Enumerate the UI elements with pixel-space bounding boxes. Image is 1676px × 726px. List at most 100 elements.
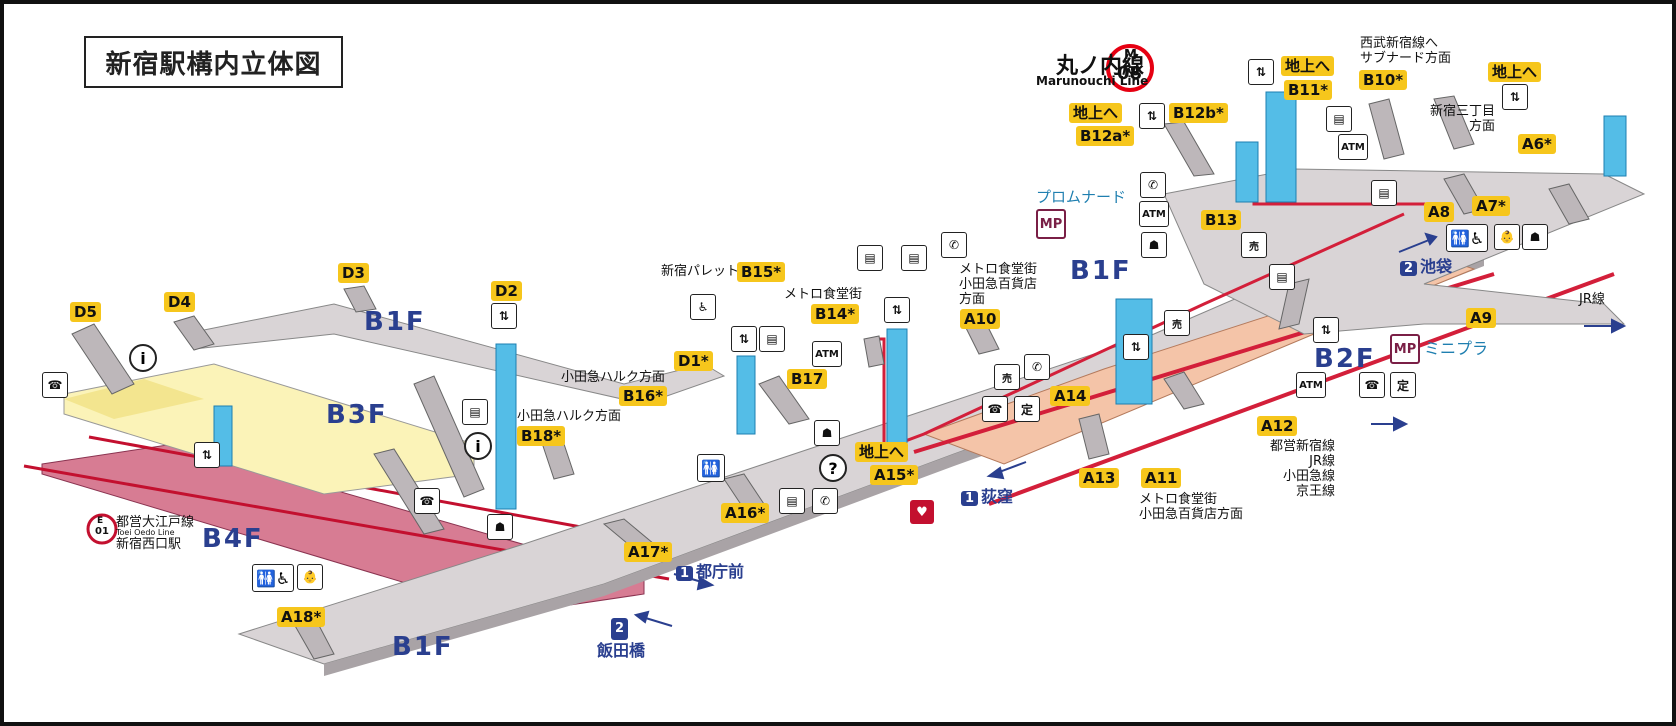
label-oedo-en: Toei Oedo Line xyxy=(116,528,175,537)
exit-a8[interactable]: A8 xyxy=(1424,202,1455,222)
mp-icon-minipla[interactable]: MP xyxy=(1390,334,1420,364)
coin-locker-icon[interactable]: ▤ xyxy=(462,399,488,425)
elevator-icon[interactable]: ⇅ xyxy=(1139,103,1165,129)
coin-locker-icon[interactable]: ▤ xyxy=(779,488,805,514)
direction-number: 1 xyxy=(961,491,979,506)
aed-icon[interactable]: ♥ xyxy=(910,500,934,524)
baby-icon[interactable]: 👶 xyxy=(1494,224,1520,250)
exit-b15[interactable]: B15* xyxy=(737,262,786,282)
ticket-icon[interactable]: 定 xyxy=(1014,396,1040,422)
exit-a17[interactable]: A17* xyxy=(624,542,673,562)
station-office-icon[interactable]: ☎ xyxy=(414,488,440,514)
shop-icon[interactable]: 売 xyxy=(1241,232,1267,258)
exit-b17[interactable]: B17 xyxy=(787,369,828,389)
staff-icon[interactable]: ☗ xyxy=(1141,232,1167,258)
exit-a15[interactable]: A15* xyxy=(870,465,919,485)
exit-d3[interactable]: D3 xyxy=(338,263,369,283)
phone-icon[interactable]: ✆ xyxy=(812,488,838,514)
info-icon[interactable]: i xyxy=(129,344,157,372)
baby-icon[interactable]: 👶 xyxy=(297,564,323,590)
exit-a12[interactable]: A12 xyxy=(1257,416,1298,436)
phone-icon[interactable]: ✆ xyxy=(1024,354,1050,380)
elevator-icon[interactable]: ⇅ xyxy=(1313,317,1339,343)
exit-a10[interactable]: A10 xyxy=(960,309,1001,329)
direction-number: 2 xyxy=(1400,261,1418,276)
coin-locker-icon[interactable]: ▤ xyxy=(901,245,927,271)
exit-a18[interactable]: A18* xyxy=(277,607,326,627)
phone-icon[interactable]: ✆ xyxy=(941,232,967,258)
coin-locker-icon[interactable]: ▤ xyxy=(1371,180,1397,206)
exit-a6[interactable]: A6* xyxy=(1518,134,1556,154)
restroom-icon[interactable]: 🚻 xyxy=(697,454,725,482)
exit-a13[interactable]: A13 xyxy=(1079,468,1120,488)
elevator-icon[interactable]: ⇅ xyxy=(731,326,757,352)
exit-b12a-chijoue[interactable]: 地上へ xyxy=(1069,103,1123,123)
staff-icon[interactable]: ☗ xyxy=(814,420,840,446)
ticket-icon[interactable]: 定 xyxy=(1390,372,1416,398)
phone-icon[interactable]: ✆ xyxy=(1140,172,1166,198)
line-code-letter: M xyxy=(1124,48,1137,63)
elevator-shaft-b12 xyxy=(1235,141,1259,203)
exit-a7[interactable]: A7* xyxy=(1472,196,1510,216)
elevator-icon[interactable]: ⇅ xyxy=(1248,59,1274,85)
shop-icon[interactable]: 売 xyxy=(994,364,1020,390)
direction-number: 2 xyxy=(610,618,629,640)
atm-icon[interactable]: ATM xyxy=(812,341,842,367)
exit-b13[interactable]: B13 xyxy=(1201,210,1242,230)
exit-b11-chijoue[interactable]: 地上へ xyxy=(1281,56,1335,76)
exit-d4[interactable]: D4 xyxy=(164,292,195,312)
label-a12-lines: 都営新宿線 JR線 小田急線 京王線 xyxy=(1270,439,1336,499)
atm-icon[interactable]: ATM xyxy=(1296,372,1326,398)
exit-b16[interactable]: B16* xyxy=(619,386,668,406)
exit-b10[interactable]: B10* xyxy=(1359,70,1408,90)
mp-icon[interactable]: MP xyxy=(1036,209,1066,239)
coin-locker-icon[interactable]: ▤ xyxy=(759,326,785,352)
line-name-jp: 丸ノ内線 xyxy=(1056,54,1145,79)
exit-b12a[interactable]: B12a* xyxy=(1076,126,1135,146)
exit-a16[interactable]: A16* xyxy=(721,503,770,523)
coin-locker-icon[interactable]: ▤ xyxy=(1269,264,1295,290)
exit-b14[interactable]: B14* xyxy=(811,304,860,324)
exit-b11[interactable]: B11* xyxy=(1284,80,1333,100)
label-promenade: プロムナード xyxy=(1036,188,1127,206)
exit-a6-chijoue[interactable]: 地上へ xyxy=(1488,62,1542,82)
staff-icon[interactable]: ☗ xyxy=(1522,224,1548,250)
exit-d5[interactable]: D5 xyxy=(70,302,101,322)
oedo-code-number: 01 xyxy=(95,526,109,537)
elevator-icon[interactable]: ⇅ xyxy=(491,303,517,329)
exit-a14[interactable]: A14 xyxy=(1050,386,1091,406)
staff-icon[interactable]: ☗ xyxy=(487,514,513,540)
question-icon[interactable]: ? xyxy=(819,454,847,482)
direction-name: 都庁前 xyxy=(696,562,745,581)
station-office-icon[interactable]: ☎ xyxy=(982,396,1008,422)
elevator-icon[interactable]: ⇅ xyxy=(1123,334,1149,360)
station-office-icon[interactable]: ☎ xyxy=(42,372,68,398)
restroom-icon[interactable]: 🚻♿ xyxy=(252,564,295,592)
exit-d2[interactable]: D2 xyxy=(491,281,522,301)
exit-a15-chijoue[interactable]: 地上へ xyxy=(855,442,909,462)
oedo-logo-ring xyxy=(86,513,118,545)
coin-locker-icon[interactable]: ▤ xyxy=(857,245,883,271)
atm-icon[interactable]: ATM xyxy=(1338,134,1368,160)
exit-a11[interactable]: A11 xyxy=(1141,468,1182,488)
elevator-icon[interactable]: ⇅ xyxy=(884,297,910,323)
exit-a9[interactable]: A9 xyxy=(1466,308,1497,328)
restroom-icon[interactable]: 🚻♿ xyxy=(1446,224,1489,252)
elevator-icon[interactable]: ⇅ xyxy=(1502,84,1528,110)
station-office-icon[interactable]: ☎ xyxy=(1359,372,1385,398)
elevator-icon[interactable]: ⇅ xyxy=(194,442,220,468)
wheelchair-icon[interactable]: ♿ xyxy=(690,294,716,320)
shop-icon[interactable]: 売 xyxy=(1164,310,1190,336)
coin-locker-icon[interactable]: ▤ xyxy=(1326,106,1352,132)
exit-d1[interactable]: D1* xyxy=(674,351,713,371)
exit-b18[interactable]: B18* xyxy=(517,426,566,446)
exit-b12b[interactable]: B12b* xyxy=(1169,103,1228,123)
b3f-west-hall xyxy=(64,379,204,419)
info-icon[interactable]: i xyxy=(464,432,492,460)
atm-icon[interactable]: ATM xyxy=(1139,201,1169,227)
